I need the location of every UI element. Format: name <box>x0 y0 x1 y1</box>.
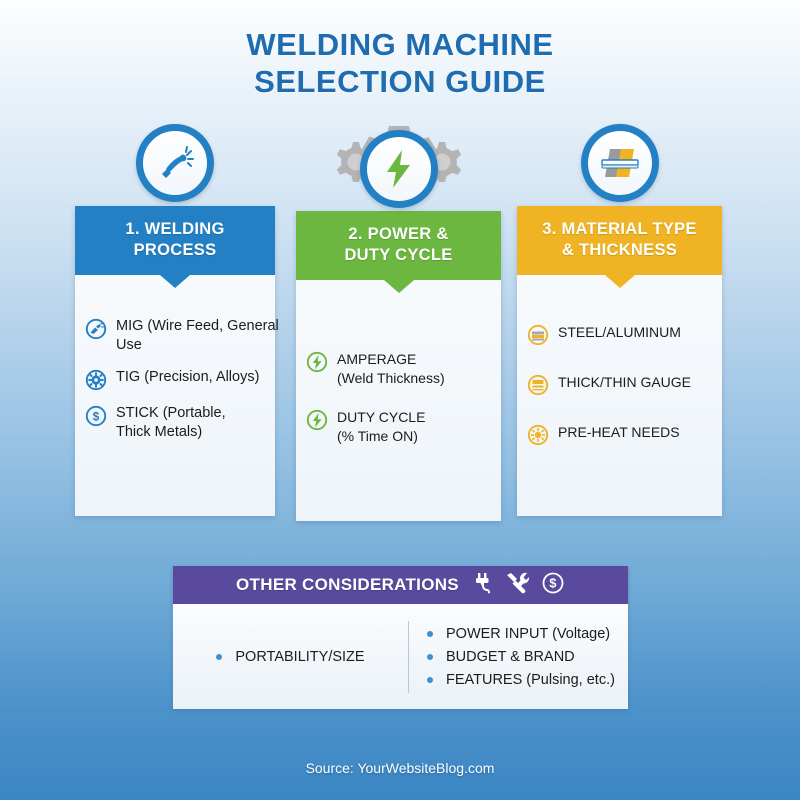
other-considerations-panel: OTHER CONSIDERATIONS <box>173 566 628 709</box>
list-item-text: FEATURES (Pulsing, etc.) <box>446 671 615 688</box>
list-item: AMPERAGE (Weld Thickness) <box>306 350 495 388</box>
bullet-dot-icon <box>427 653 433 660</box>
page-title: WELDING MACHINE SELECTION GUIDE <box>0 26 800 100</box>
svg-text:$: $ <box>93 410 100 424</box>
bullet-dot-icon <box>427 676 433 683</box>
bullet-dot-icon <box>216 653 223 660</box>
metal-stack-circle-icon <box>527 324 549 346</box>
other-considerations-header: OTHER CONSIDERATIONS <box>173 566 628 604</box>
card-welding-process: 1. WELDING PROCESS <box>75 206 279 516</box>
column-welding-process: 1. WELDING PROCESS <box>75 124 279 516</box>
list-item-text: MIG (Wire Feed, General Use <box>116 318 279 353</box>
list-item-text: PRE-HEAT NEEDS <box>558 424 680 440</box>
list-item: PRE-HEAT NEEDS <box>527 423 716 446</box>
list-item: POWER INPUT (Voltage) <box>427 626 628 642</box>
gears-lightning-icon <box>319 124 479 214</box>
list-item: $ STICK (Portable, Thick Metals) <box>85 404 269 442</box>
bullet-dot-icon <box>427 630 433 637</box>
column-power-duty-cycle: 2. POWER & DUTY CYCLE AMPERAGE (Weld Thi… <box>296 124 501 521</box>
metal-sheets-icon <box>580 124 659 202</box>
list-item-text: DUTY CYCLE (% Time ON) <box>337 409 426 444</box>
dollar-icon: $ <box>541 571 565 600</box>
vertical-divider <box>408 620 409 693</box>
card-heading-line-1: 3. MATERIAL TYPE <box>542 220 697 238</box>
dollar-circle-icon: $ <box>85 405 107 427</box>
card-body-material-type: STEEL/ALUMINUM THICK/THIN GAUGE <box>517 275 722 485</box>
list-item-text: TIG (Precision, Alloys) <box>116 369 260 385</box>
card-header-material-type: 3. MATERIAL TYPE & THICKNESS <box>517 206 722 288</box>
list-item: STEEL/ALUMINUM <box>527 323 716 346</box>
lightning-bolt-circle-icon <box>359 130 438 208</box>
gear-circle-icon <box>85 369 107 391</box>
card-material-type: 3. MATERIAL TYPE & THICKNESS STEEL/ALUMI… <box>517 206 722 516</box>
card-header-power-duty-cycle: 2. POWER & DUTY CYCLE <box>296 211 501 293</box>
header-icons: $ <box>473 571 565 600</box>
card-heading-line-2: DUTY CYCLE <box>344 246 453 264</box>
card-heading-line-2: PROCESS <box>133 241 217 259</box>
welding-torch-icon <box>136 124 214 202</box>
gauge-circle-icon <box>527 374 549 396</box>
card-power-duty-cycle: 2. POWER & DUTY CYCLE AMPERAGE (Weld Thi… <box>296 211 501 521</box>
list-item-text: POWER INPUT (Voltage) <box>446 625 611 642</box>
list-item: PORTABILITY/SIZE <box>216 648 365 665</box>
title-line-1: WELDING MACHINE <box>246 27 554 62</box>
footer-source: Source: YourWebsiteBlog.com <box>305 760 495 776</box>
power-plug-icon <box>473 571 495 600</box>
card-header-welding-process: 1. WELDING PROCESS <box>75 206 275 288</box>
list-item-text: BUDGET & BRAND <box>446 648 575 665</box>
list-item: DUTY CYCLE (% Time ON) <box>306 408 495 446</box>
list-item: BUDGET & BRAND <box>427 649 628 665</box>
card-heading-line-2: & THICKNESS <box>561 241 678 259</box>
title-line-2: SELECTION GUIDE <box>254 64 546 99</box>
other-considerations-title: OTHER CONSIDERATIONS <box>236 575 459 594</box>
list-item: TIG (Precision, Alloys) <box>85 368 269 391</box>
lightning-circle-icon <box>306 409 328 431</box>
tools-icon <box>505 571 531 600</box>
list-item-text: PORTABILITY/SIZE <box>235 648 365 665</box>
card-body-welding-process: MIG (Wire Feed, General Use <box>75 275 279 467</box>
list-item-text: THICK/THIN GAUGE <box>558 374 692 390</box>
svg-text:$: $ <box>549 575 557 590</box>
card-heading-line-1: 2. POWER & <box>348 225 449 243</box>
torch-circle-icon <box>85 318 107 340</box>
other-left-column: PORTABILITY/SIZE <box>173 604 408 709</box>
list-item-text: STICK (Portable, Thick Metals) <box>116 405 226 440</box>
columns-container: 1. WELDING PROCESS <box>0 124 800 544</box>
list-item-text: STEEL/ALUMINUM <box>558 324 681 340</box>
heat-circle-icon <box>527 424 549 446</box>
list-item: MIG (Wire Feed, General Use <box>85 317 279 355</box>
lightning-circle-icon <box>306 351 328 373</box>
other-considerations-body: PORTABILITY/SIZE POWER INPUT (Voltage) B… <box>173 604 628 709</box>
other-right-column: POWER INPUT (Voltage) BUDGET & BRAND FEA… <box>409 619 628 695</box>
column-material-type: 3. MATERIAL TYPE & THICKNESS STEEL/ALUMI… <box>517 124 722 516</box>
card-heading-line-1: 1. WELDING <box>125 220 225 238</box>
card-body-power-duty-cycle: AMPERAGE (Weld Thickness) DUTY CYCLE (% … <box>296 280 501 478</box>
list-item-text: AMPERAGE (Weld Thickness) <box>337 351 445 386</box>
list-item: THICK/THIN GAUGE <box>527 373 716 396</box>
list-item: FEATURES (Pulsing, etc.) <box>427 672 628 688</box>
